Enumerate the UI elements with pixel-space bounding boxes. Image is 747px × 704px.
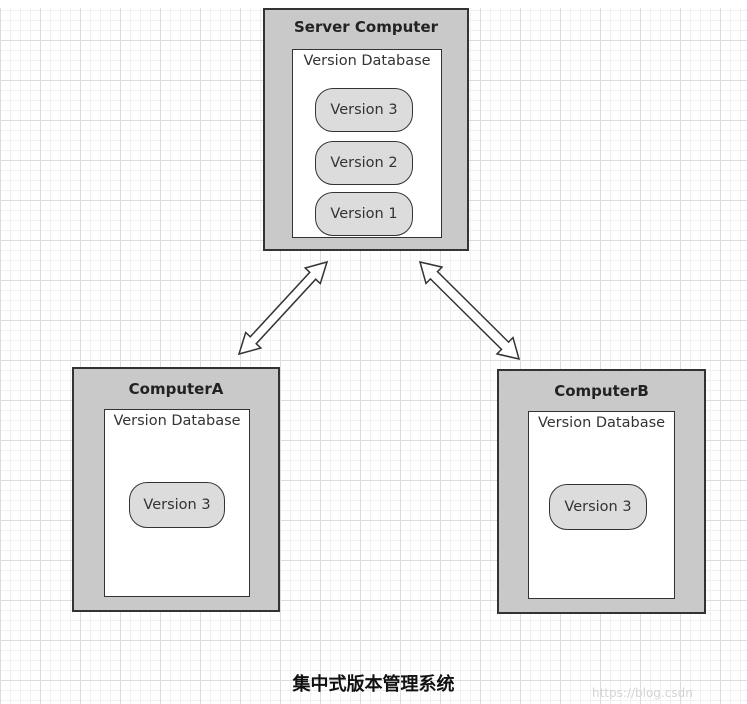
computer-b-box: ComputerB Version Database Version 3 [497, 369, 706, 614]
computer-a-version-database: Version Database Version 3 [104, 409, 250, 597]
diagram-caption: 集中式版本管理系统 [292, 674, 455, 695]
computer-b-version-database: Version Database Version 3 [528, 411, 675, 599]
computer-a-box: ComputerA Version Database Version 3 [72, 367, 280, 612]
computer-a-title: ComputerA [128, 380, 224, 398]
computer-a-version-3: Version 3 [129, 482, 225, 528]
top-strip [0, 0, 747, 8]
computer-b-version-3: Version 3 [549, 484, 647, 530]
computer-b-title: ComputerB [554, 382, 649, 400]
arrow-server-computer-a [237, 260, 329, 356]
computer-b-database-label: Version Database [537, 415, 666, 431]
watermark: https://blog.csdn [592, 686, 693, 700]
arrow-server-computer-b [418, 260, 521, 361]
server-version-2: Version 2 [315, 141, 413, 185]
server-version-1: Version 1 [315, 192, 413, 236]
server-database-label: Version Database [303, 53, 431, 69]
server-computer-title: Server Computer [293, 18, 439, 36]
server-version-database: Version Database Version 3 Version 2 Ver… [292, 49, 442, 238]
computer-a-database-label: Version Database [113, 413, 241, 429]
server-computer-box: Server Computer Version Database Version… [263, 8, 469, 251]
server-version-3: Version 3 [315, 88, 413, 132]
